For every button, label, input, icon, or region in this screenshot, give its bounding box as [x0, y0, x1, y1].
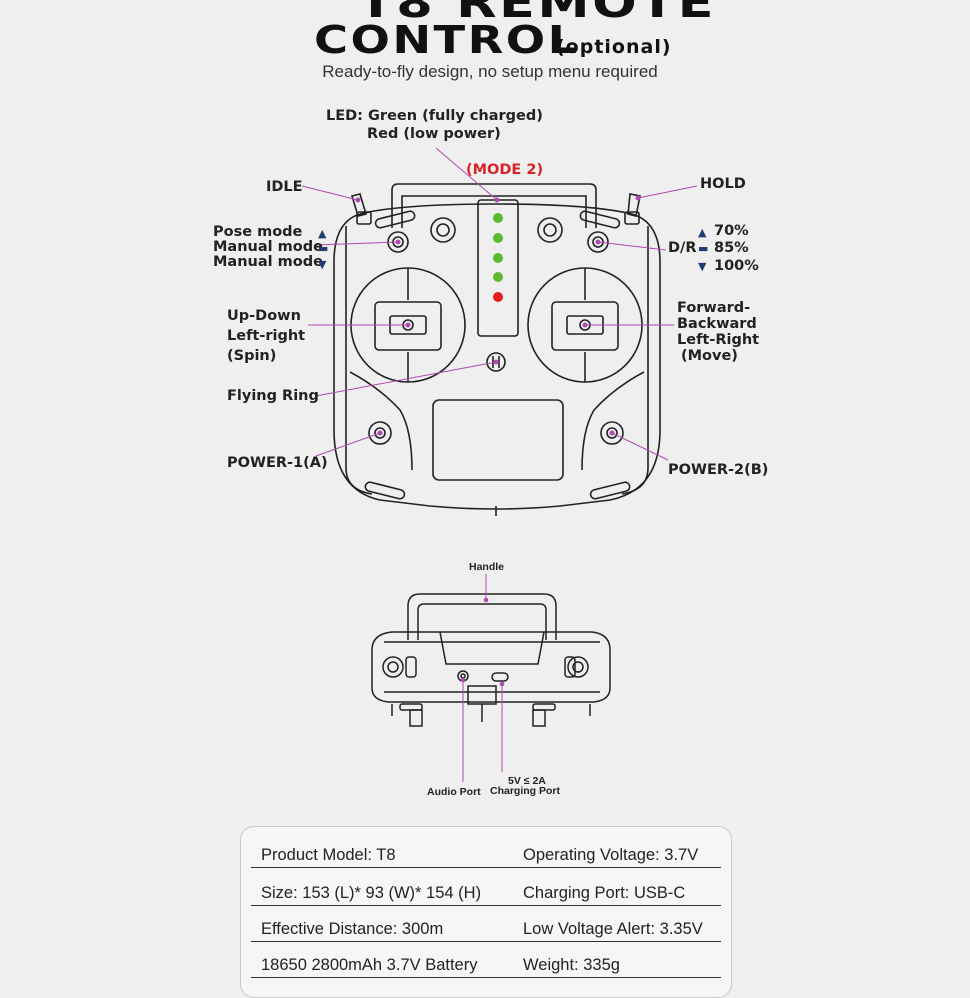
- spec-battery: 18650 2800mAh 3.7V Battery: [261, 956, 478, 974]
- led-4: [493, 272, 503, 282]
- led-label-line-2: Red (low power): [367, 126, 501, 142]
- controller-body: [333, 203, 661, 510]
- front-view-diagram: [301, 147, 698, 782]
- manual-mode-label-1: Manual mode: [213, 239, 323, 255]
- title-optional: (optional): [556, 36, 672, 58]
- charging-spec-label: 5V ≤ 2A: [508, 775, 546, 787]
- spec-size: Size: 153 (L)* 93 (W)* 154 (H): [261, 884, 482, 902]
- idle-switch: [350, 193, 368, 217]
- spec-operating-voltage: Operating Voltage: 3.7V: [523, 846, 699, 864]
- spec-row: Product Model: T8 Operating Voltage: 3.7…: [251, 831, 721, 868]
- right-stick-label-4: (Move): [681, 348, 738, 364]
- subtitle: Ready-to-fly design, no setup menu requi…: [322, 62, 658, 81]
- flying-ring-label: Flying Ring: [227, 388, 319, 404]
- flying-ring-button: [486, 352, 506, 372]
- led-indicators: [493, 213, 503, 302]
- right-stick-label-3: Left-Right: [677, 332, 760, 348]
- led-2: [493, 233, 503, 243]
- spec-effective-distance: Effective Distance: 300m: [261, 920, 444, 938]
- spec-row: Size: 153 (L)* 93 (W)* 154 (H) Charging …: [251, 869, 721, 906]
- up-triangle-icon: ▲: [318, 227, 327, 240]
- pose-mode-label: Pose mode: [213, 224, 303, 240]
- right-stick-label-2: Backward: [677, 316, 757, 332]
- power-1-label: POWER-1(A): [227, 455, 328, 471]
- front-handle: [391, 183, 597, 228]
- hold-label: HOLD: [700, 176, 746, 192]
- power-2-button: [600, 421, 624, 445]
- dr-label: D/R: [668, 240, 697, 256]
- led-label-line-1: LED: Green (fully charged): [326, 108, 543, 124]
- audio-port-label: Audio Port: [427, 786, 481, 798]
- power-1-button: [368, 421, 392, 445]
- down-triangle-icon: ▼: [318, 258, 327, 271]
- charging-port-label: Charging Port: [490, 785, 560, 797]
- spec-product-model: Product Model: T8: [261, 846, 396, 864]
- left-stick-label-2: Left-right: [227, 328, 306, 344]
- spec-row: Effective Distance: 300m Low Voltage Ale…: [251, 905, 721, 942]
- up-triangle-icon: ▲: [698, 226, 707, 239]
- top-body: [371, 631, 611, 703]
- dash-icon: ▬: [318, 242, 329, 255]
- left-round-button: [430, 217, 456, 243]
- led-1: [493, 213, 503, 223]
- top-handle: [407, 593, 557, 640]
- mode-label: (MODE 2): [466, 162, 544, 178]
- idle-label: IDLE: [266, 179, 303, 195]
- right-stick-label-1: Forward-: [677, 300, 751, 316]
- spec-row: 18650 2800mAh 3.7V Battery Weight: 335g: [251, 941, 721, 978]
- spec-table: Product Model: T8 Operating Voltage: 3.7…: [240, 826, 732, 998]
- spec-charging-port: Charging Port: USB-C: [523, 884, 686, 902]
- leader-lines: [301, 147, 698, 461]
- spec-weight: Weight: 335g: [523, 956, 620, 974]
- lcd-screen: [432, 399, 564, 481]
- handle-label: Handle: [469, 561, 505, 573]
- left-stick-label-3: (Spin): [227, 348, 277, 364]
- power-2-label: POWER-2(B): [668, 462, 769, 478]
- title-line-1: T8 REMOTE: [358, 0, 716, 27]
- top-view-diagram: [371, 593, 611, 727]
- right-round-button: [537, 217, 563, 243]
- dash-icon: ▬: [698, 242, 709, 255]
- down-triangle-icon: ▼: [698, 260, 707, 273]
- manual-mode-label-2: Manual mode: [213, 254, 323, 270]
- title-line-2: CONTROL: [314, 18, 580, 62]
- left-stick-label-1: Up-Down: [227, 308, 301, 324]
- dr-85-label: 85%: [714, 240, 749, 256]
- led-3: [493, 253, 503, 263]
- led-5: [493, 292, 503, 302]
- spec-low-voltage-alert: Low Voltage Alert: 3.35V: [523, 920, 703, 938]
- dr-100-label: 100%: [714, 258, 759, 274]
- dr-70-label: 70%: [714, 223, 749, 239]
- right-top-knob: [587, 231, 609, 253]
